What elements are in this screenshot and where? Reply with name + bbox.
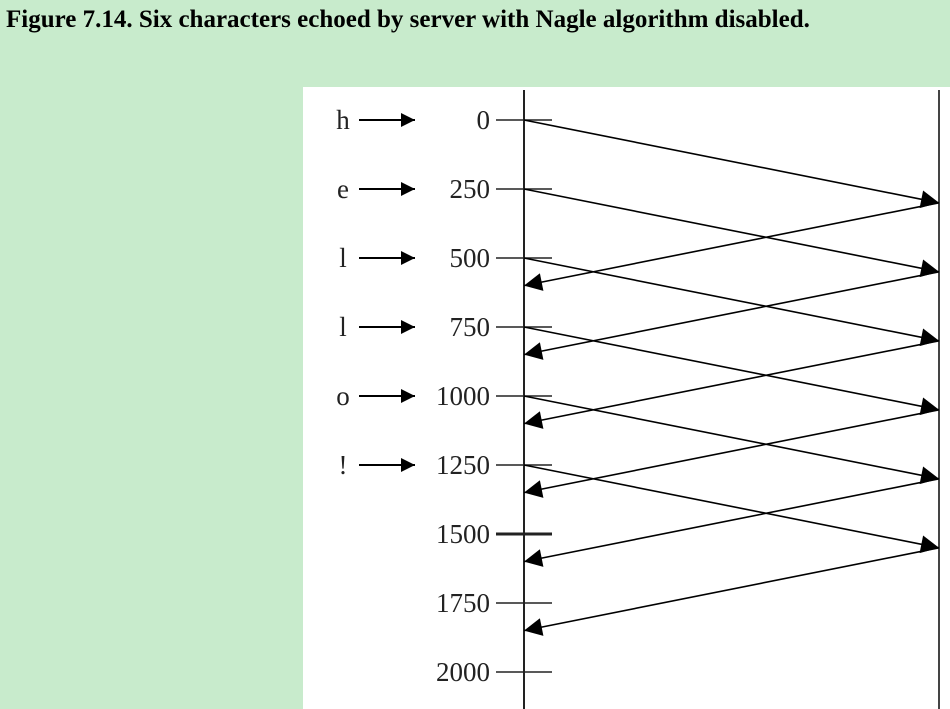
typed-character: l: [339, 243, 347, 273]
echo-segment-arrow: [523, 478, 940, 567]
echo-segments: [523, 202, 940, 636]
time-tick-label: 2000: [436, 657, 490, 687]
data-segments: [523, 119, 940, 554]
time-axis: 0 250 500 750 1000 1250 1500 1750 2000: [436, 105, 552, 687]
data-segment-arrow: [523, 119, 940, 209]
typed-character: l: [339, 312, 347, 342]
timeline-diagram: 0 250 500 750 1000 1250 1500 1750 2000 h e l l o!: [336, 90, 940, 709]
time-tick-label: 500: [450, 243, 491, 273]
echo-segment-arrow: [523, 202, 940, 291]
time-tick-label: 1750: [436, 588, 490, 618]
echo-segment-arrow: [523, 340, 940, 429]
typed-character: e: [337, 174, 349, 204]
time-tick-label: 250: [450, 174, 491, 204]
echo-segment-arrow: [523, 547, 940, 636]
time-tick-label: 0: [477, 105, 491, 135]
typed-character: !: [339, 450, 348, 480]
data-segment-arrow: [523, 326, 940, 416]
time-tick-label: 750: [450, 312, 491, 342]
data-segment-arrow: [523, 464, 940, 554]
data-segment-arrow: [523, 257, 940, 347]
timeline-figure: 0 250 500 750 1000 1250 1500 1750 2000 h e l l o!: [303, 87, 950, 709]
echo-segment-arrow: [523, 271, 940, 360]
data-segment-arrow: [523, 188, 940, 278]
time-tick-label: 1000: [436, 381, 490, 411]
echo-segment-arrow: [523, 409, 940, 498]
typed-character: h: [336, 105, 350, 135]
typed-characters: h e l l o!: [336, 105, 415, 480]
data-segment-arrow: [523, 395, 940, 485]
time-tick-label: 1500: [436, 519, 490, 549]
figure-caption: Figure 7.14. Six characters echoed by se…: [6, 6, 810, 33]
time-tick-label: 1250: [436, 450, 490, 480]
typed-character: o: [336, 381, 350, 411]
